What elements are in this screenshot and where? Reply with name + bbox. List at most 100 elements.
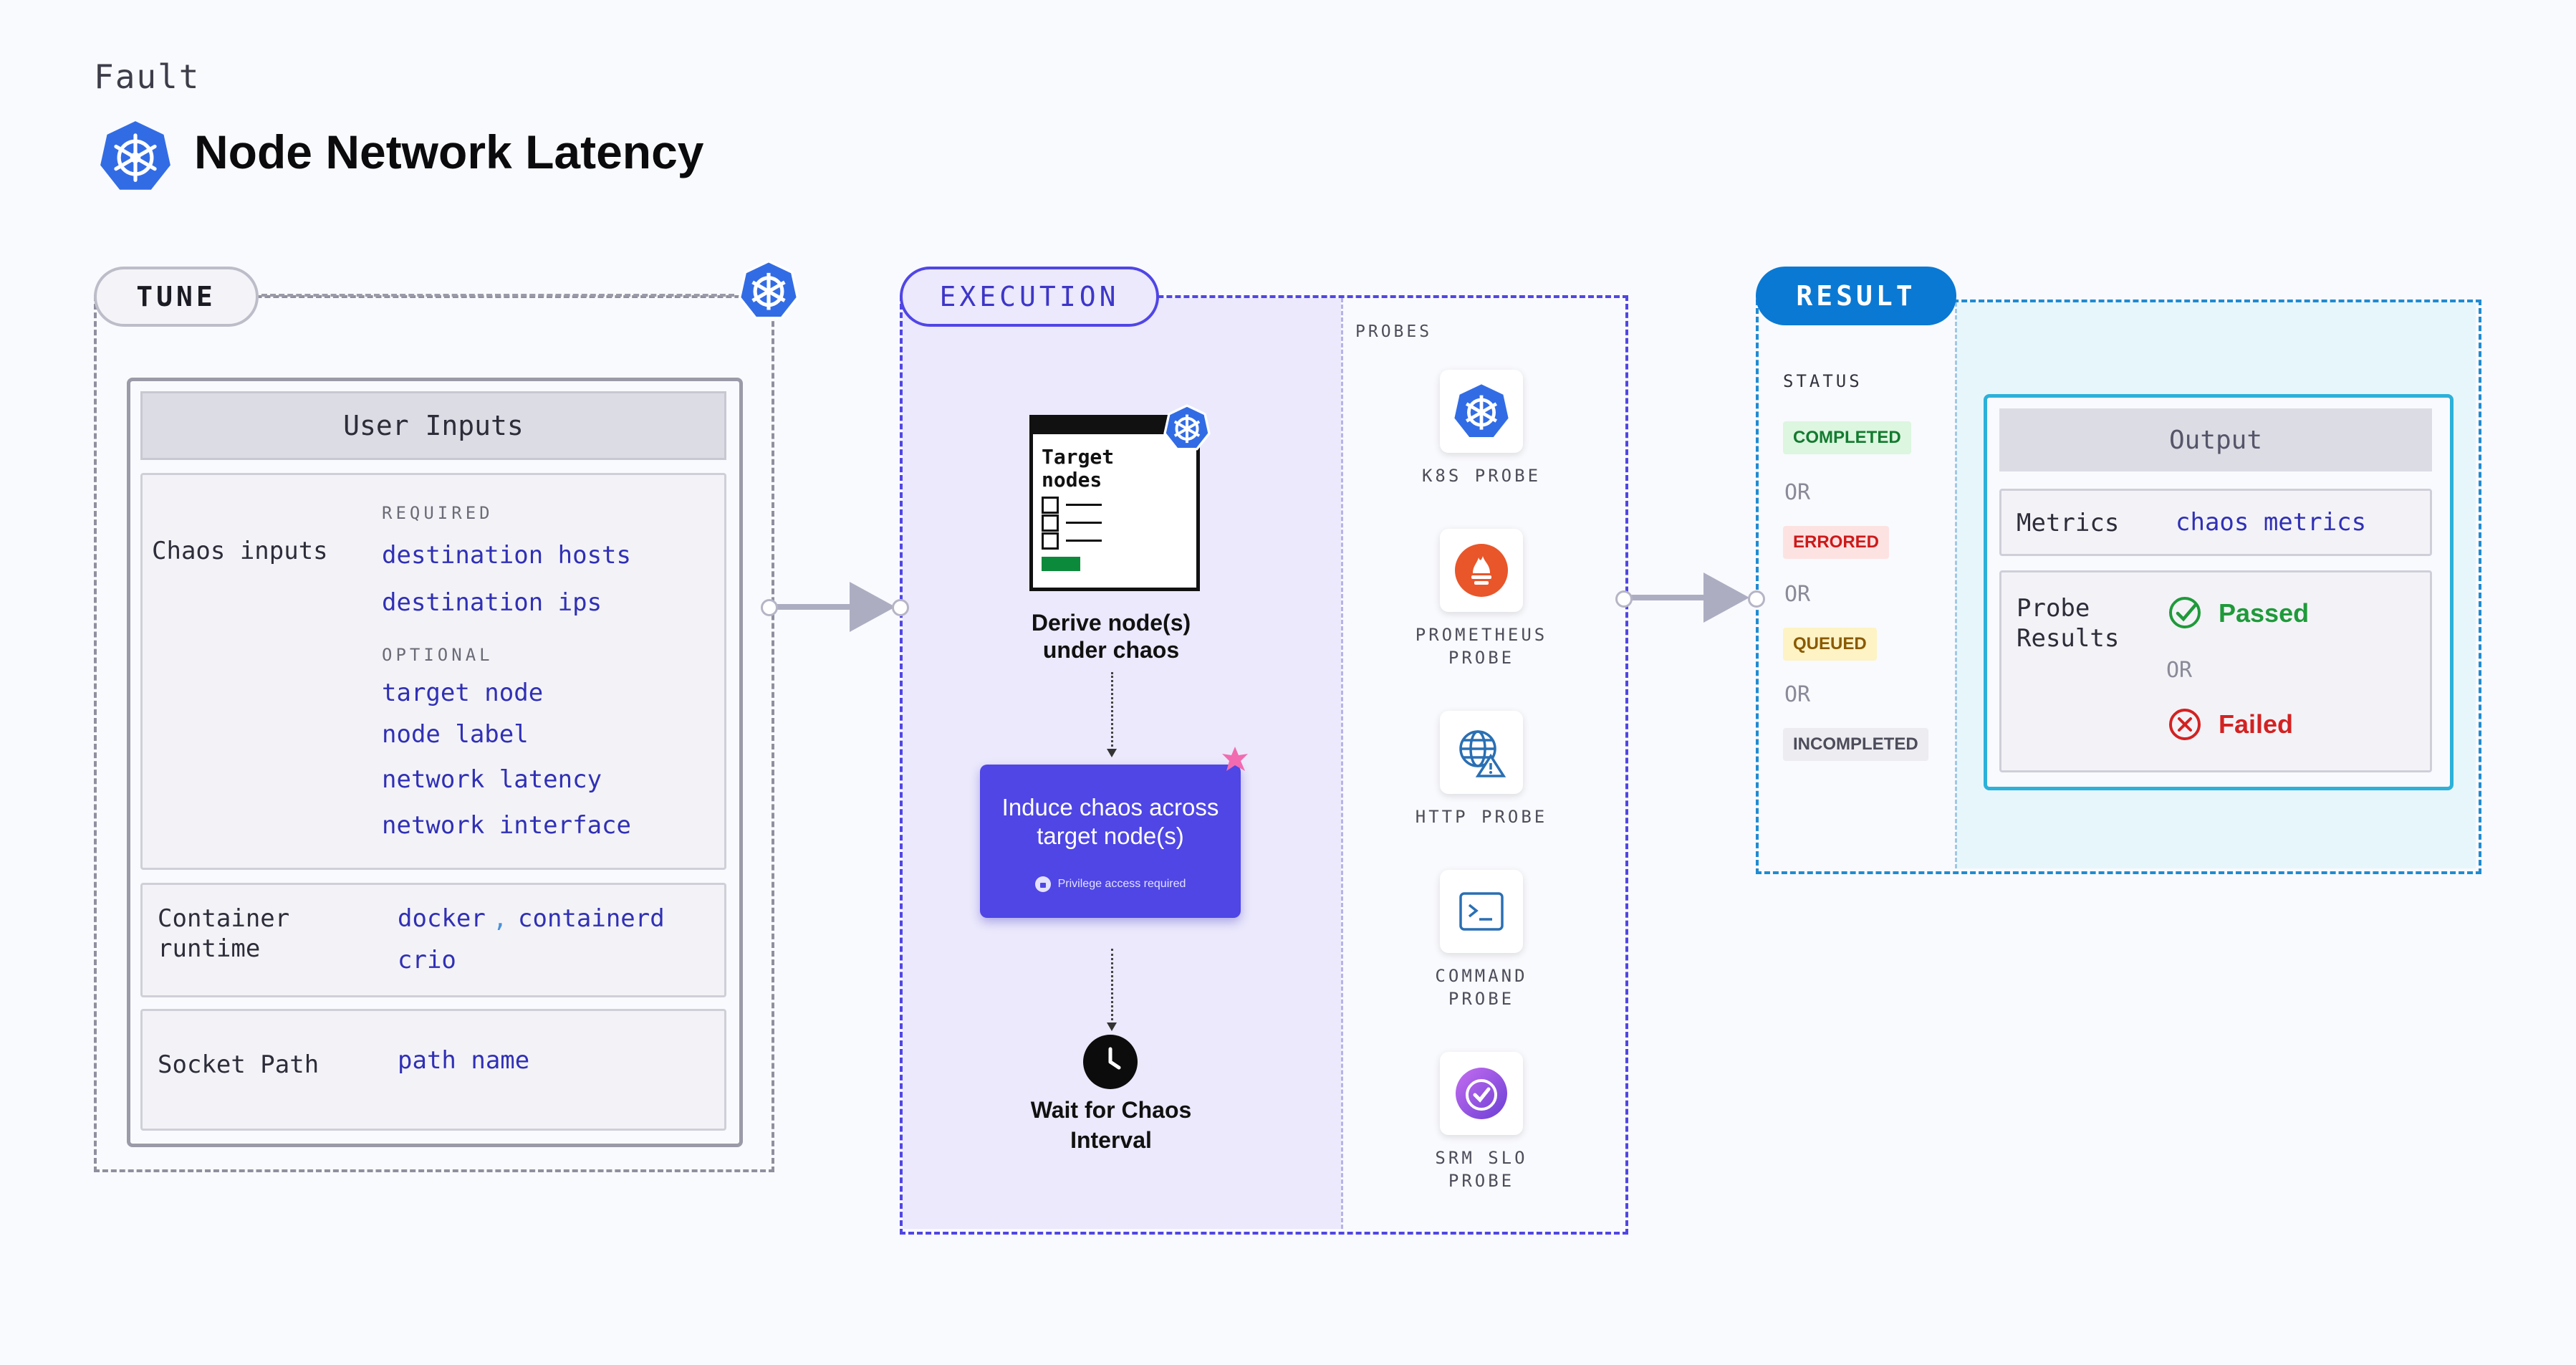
- derive-nodes-label: Derive node(s) under chaos: [999, 609, 1223, 664]
- passed-label: Passed: [2219, 598, 2310, 628]
- tune-to-execution-arrow-line: [774, 604, 854, 610]
- connector-dot: [892, 599, 909, 616]
- status-block: [1042, 557, 1080, 571]
- prometheus-probe-label: PROMETHEUS PROBE: [1395, 623, 1567, 669]
- runtime-crio: crio: [398, 946, 456, 974]
- page-title: Node Network Latency: [194, 125, 704, 178]
- probe-results-line-1: Probe: [2017, 594, 2090, 623]
- probe-results-box: [1999, 570, 2432, 772]
- or-separator: OR: [1784, 682, 1811, 707]
- container-runtime-label-line-2: runtime: [158, 934, 261, 963]
- probes-caption: PROBES: [1355, 322, 1433, 341]
- runtime-containerd: containerd: [518, 904, 665, 933]
- container-runtime-label: Container runtime: [158, 904, 289, 964]
- lock-icon: [1034, 876, 1051, 892]
- or-separator: OR: [2166, 658, 2193, 683]
- execution-to-result-arrowhead: [1703, 573, 1749, 626]
- socket-path-label: Socket Path: [158, 1050, 319, 1079]
- failed-label: Failed: [2219, 709, 2294, 739]
- target-nodes-line-2: nodes: [1042, 468, 1102, 492]
- check-circle-icon: [2168, 596, 2201, 629]
- induce-chaos-text: Induce chaos across target node(s): [980, 793, 1241, 851]
- param-destination-ips: destination ips: [382, 588, 602, 617]
- socket-path-value: path name: [398, 1046, 530, 1075]
- list-line: [1066, 540, 1102, 542]
- x-circle-icon: [2168, 708, 2201, 741]
- list-line: [1066, 504, 1102, 506]
- list-line: [1066, 522, 1102, 524]
- wait-line-1: Wait for Chaos: [1030, 1097, 1192, 1123]
- tune-to-execution-arrowhead: [850, 582, 895, 636]
- or-separator: OR: [1784, 582, 1811, 607]
- http-probe-icon: [1440, 711, 1523, 794]
- status-completed-badge: COMPLETED: [1783, 421, 1911, 454]
- execution-section: [900, 295, 1628, 1235]
- chaos-burst-icon: [1221, 745, 1249, 774]
- output-title: Output: [1999, 408, 2432, 471]
- prometheus-probe-label-line-2: PROBE: [1448, 648, 1515, 668]
- param-node-label: node label: [382, 720, 529, 749]
- srm-slo-probe-label-line-2: PROBE: [1448, 1171, 1515, 1191]
- derive-line-2: under chaos: [1042, 637, 1180, 663]
- kubernetes-icon: [738, 259, 799, 321]
- http-probe-label: HTTP PROBE: [1395, 805, 1567, 828]
- status-errored-badge: ERRORED: [1783, 526, 1890, 559]
- kubernetes-icon: [1163, 404, 1211, 451]
- flow-connector: [1111, 672, 1113, 751]
- checkbox-icon: [1042, 514, 1059, 532]
- container-runtime-label-line-1: Container: [158, 904, 290, 933]
- k8s-probe-label-line-1: K8S PROBE: [1421, 466, 1542, 486]
- optional-caption: OPTIONAL: [382, 645, 494, 665]
- chaos-inputs-box: [140, 473, 726, 870]
- prometheus-probe-icon: [1440, 529, 1523, 612]
- target-nodes-card: Target nodes: [1029, 415, 1200, 591]
- wait-line-2: Interval: [1070, 1127, 1152, 1153]
- derive-line-1: Derive node(s): [1031, 610, 1191, 636]
- http-probe-label-line-1: HTTP PROBE: [1415, 807, 1548, 827]
- induce-line-2: target node(s): [1037, 823, 1184, 849]
- k8s-probe-label: K8S PROBE: [1395, 464, 1567, 487]
- status-queued-badge: QUEUED: [1783, 628, 1877, 661]
- metrics-box: [1999, 489, 2432, 556]
- target-nodes-title: Target nodes: [1042, 446, 1114, 492]
- probe-results-label: Probe Results: [2017, 593, 2119, 653]
- param-destination-hosts: destination hosts: [382, 541, 631, 570]
- srm-slo-probe-icon: [1440, 1052, 1523, 1135]
- command-probe-label: COMMAND PROBE: [1395, 964, 1567, 1010]
- chaos-inputs-label: Chaos inputs: [152, 537, 328, 565]
- metrics-label: Metrics: [2017, 509, 2120, 537]
- srm-slo-probe-label: SRM SLO PROBE: [1395, 1146, 1567, 1192]
- page-eyebrow: Fault: [94, 57, 201, 96]
- wait-interval-label: Wait for Chaos Interval: [996, 1095, 1226, 1155]
- srm-slo-probe-label-line-1: SRM SLO: [1435, 1148, 1528, 1168]
- induce-chaos-card: Induce chaos across target node(s) Privi…: [980, 765, 1241, 918]
- connector-dot: [1615, 590, 1633, 608]
- param-network-latency: network latency: [382, 765, 602, 794]
- required-caption: REQUIRED: [382, 503, 494, 523]
- flow-arrowhead: [1107, 1022, 1117, 1035]
- result-divider: [1955, 302, 1957, 868]
- status-caption: STATUS: [1783, 371, 1863, 391]
- user-inputs-title: User Inputs: [140, 391, 726, 460]
- privilege-note: Privilege access required: [980, 876, 1241, 892]
- param-target-node: target node: [382, 679, 544, 707]
- execution-pill: EXECUTION: [900, 267, 1159, 327]
- tune-pill: TUNE: [94, 267, 259, 327]
- status-incompleted-badge: INCOMPLETED: [1783, 728, 1928, 761]
- tune-header-line: [261, 294, 734, 297]
- command-probe-icon: [1440, 870, 1523, 953]
- checkbox-icon: [1042, 532, 1059, 550]
- command-probe-label-line-1: COMMAND: [1435, 966, 1528, 986]
- flow-arrowhead: [1107, 748, 1117, 761]
- tune-section: [94, 295, 774, 1172]
- connector-dot: [761, 599, 778, 616]
- runtime-separator: ,: [493, 904, 508, 933]
- privilege-note-text: Privilege access required: [1057, 878, 1186, 890]
- command-probe-label-line-2: PROBE: [1448, 989, 1515, 1009]
- checkbox-icon: [1042, 497, 1059, 514]
- container-runtime-box: [140, 883, 726, 997]
- socket-path-box: [140, 1009, 726, 1131]
- target-nodes-line-1: Target: [1042, 445, 1115, 469]
- k8s-probe-icon: [1440, 370, 1523, 453]
- execution-to-result-arrow-line: [1628, 595, 1708, 600]
